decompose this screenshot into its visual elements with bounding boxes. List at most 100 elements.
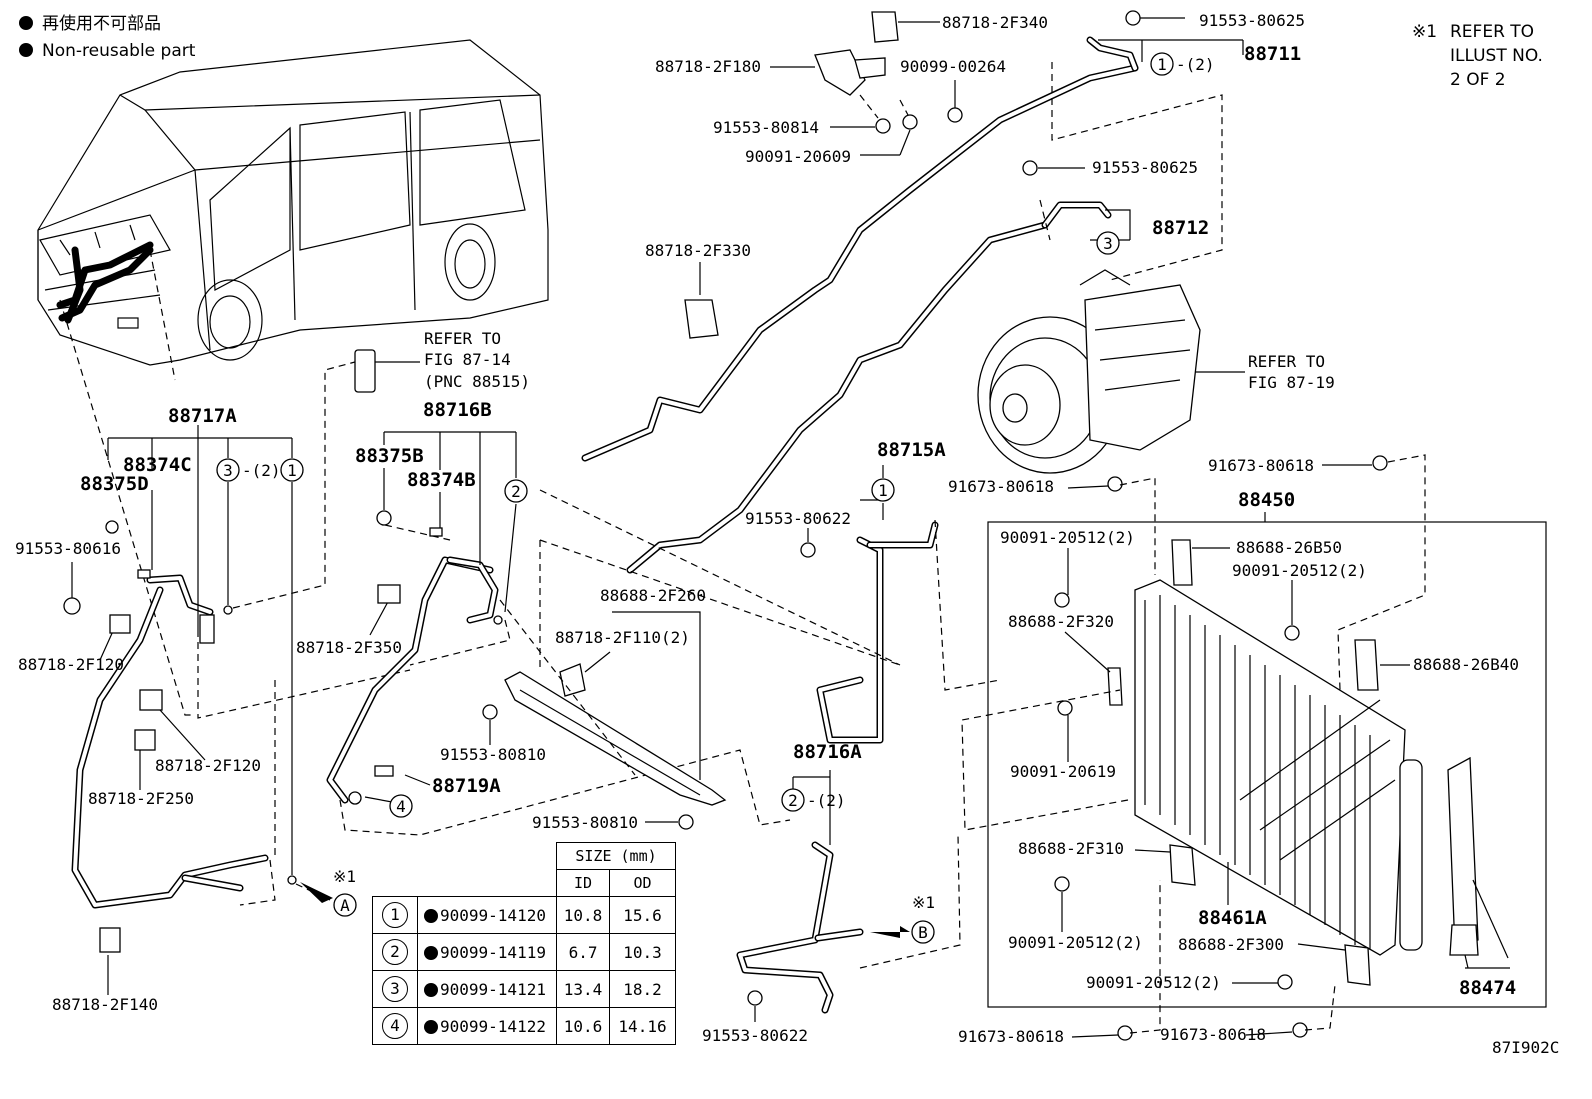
leader-van-2 (149, 249, 176, 381)
condenser-brackets (1054, 455, 1388, 1041)
label-91553-80814: 91553-80814 (713, 118, 819, 137)
table-blank (373, 843, 557, 870)
table-blank (373, 870, 557, 897)
label-91553-80625: 91553-80625 (1199, 11, 1305, 30)
legend-text-jp: 再使用不可部品 (42, 13, 161, 34)
size-header: SIZE (mm) (556, 842, 676, 870)
non-reusable-dot-icon (424, 909, 438, 923)
legend: 再使用不可部品 Non-reusable part (19, 13, 196, 61)
label-88688-2f260: 88688-2F260 (600, 586, 706, 605)
pipe-88716a (736, 841, 864, 1014)
row-od: 18.2 (609, 970, 676, 1008)
callout-4: 4 (396, 797, 406, 816)
label-88474: 88474 (1459, 977, 1516, 999)
label-91673-80618: 91673-80618 (958, 1027, 1064, 1046)
label-88711: 88711 (1244, 43, 1301, 65)
van-illustration (37, 39, 549, 366)
label-88718-2f110: 88718-2F110(2) (555, 628, 690, 647)
label-88374b: 88374B (407, 469, 476, 491)
note-line-2: ILLUST NO. (1450, 46, 1543, 66)
part-labels: 88718-2F340 88718-2F180 90099-00264 9155… (15, 11, 1559, 1057)
pipe-88717a (71, 574, 269, 909)
non-reusable-dot-icon (424, 983, 438, 997)
label-88688-2f300: 88688-2F300 (1178, 935, 1284, 954)
label-91553-80625: 91553-80625 (1092, 158, 1198, 177)
legend-dot-icon (19, 43, 33, 57)
leader-88715a-b (539, 489, 901, 666)
part-number: 90099-14120 (440, 905, 546, 925)
part-number: 90099-14122 (440, 1016, 546, 1036)
label-91553-80616: 91553-80616 (15, 539, 121, 558)
callout-1: 1 (1157, 55, 1167, 74)
callout-2: 2 (788, 791, 798, 810)
callout-1: 1 (878, 481, 888, 500)
van-ac-lines-highlight (56, 241, 154, 324)
row-number: 2 (372, 933, 418, 971)
callout-x2: -(2) (1176, 55, 1215, 74)
label-88375d: 88375D (80, 473, 149, 495)
callout-x2: -(2) (807, 791, 846, 810)
part-number: 90099-14121 (440, 979, 546, 999)
label-90091-20512: 90091-20512(2) (1086, 973, 1221, 992)
callout-1: 1 (287, 461, 297, 480)
pipe-88715a (816, 521, 939, 744)
callout-3: 3 (223, 461, 233, 480)
o-ring-size-table: SIZE (mm) ID OD 1 90099-14120 10.8 15.6 … (372, 842, 676, 1045)
left-leaders (71, 361, 411, 995)
pipe-88712 (626, 201, 1112, 574)
row-number: 1 (372, 896, 418, 934)
table-row: 4 90099-14122 10.6 14.16 (372, 1007, 676, 1045)
col-id: ID (555, 869, 611, 897)
label-90091-20609: 90091-20609 (745, 147, 851, 166)
row-part: 90099-14120 (417, 896, 557, 934)
row-od: 14.16 (609, 1007, 676, 1045)
row-number: 4 (372, 1007, 418, 1045)
legend-dot-icon (19, 16, 33, 30)
label-88718-2f140: 88718-2F140 (52, 995, 158, 1014)
label-88688-2f310: 88688-2F310 (1018, 839, 1124, 858)
label-88718-2f330: 88718-2F330 (645, 241, 751, 260)
note-refer: ※1 REFER TO ILLUST NO. 2 OF 2 (1412, 22, 1543, 90)
ref-87-14-line3: (PNC 88515) (424, 372, 530, 391)
label-88716a: 88716A (793, 741, 862, 763)
label-90091-20512: 90091-20512(2) (1000, 528, 1135, 547)
label-91553-80622: 91553-80622 (702, 1026, 808, 1045)
top-center-parts (684, 10, 1244, 339)
center-left-parts (348, 510, 503, 805)
label-88688-26b50: 88688-26B50 (1236, 538, 1342, 557)
label-90091-20512: 90091-20512(2) (1232, 561, 1367, 580)
leader-88715a (934, 519, 1001, 691)
pipe-88711 (581, 36, 1139, 462)
pipe-88716b (326, 556, 499, 804)
col-od: OD (609, 869, 676, 897)
label-90091-20512: 90091-20512(2) (1008, 933, 1143, 952)
condenser-box (987, 521, 1547, 1008)
non-reusable-dot-icon (424, 1020, 438, 1034)
label-88718-2f120: 88718-2F120 (155, 756, 261, 775)
label-91553-80622: 91553-80622 (745, 509, 851, 528)
callout-2: 2 (511, 482, 521, 501)
callout-3: 3 (1103, 234, 1113, 253)
label-88688-26b40: 88688-26B40 (1413, 655, 1519, 674)
table-row: 1 90099-14120 10.8 15.6 (372, 896, 676, 934)
row-number: 3 (372, 970, 418, 1008)
callout-b: B (918, 923, 928, 942)
label-91673-80618: 91673-80618 (1208, 456, 1314, 475)
ref-87-14-line2: FIG 87-14 (424, 350, 511, 369)
table-row: 2 90099-14119 6.7 10.3 (372, 933, 676, 971)
callouts: 1 -(2) 3 3 -(2) 1 2 1 2 -(2) 4 A ※1 B ※1 (216, 52, 1215, 944)
note-line-3: 2 OF 2 (1450, 70, 1506, 90)
callout-x2: -(2) (242, 461, 281, 480)
label-88716b: 88716B (423, 399, 492, 421)
diagram-code: 87I902C (1492, 1038, 1559, 1057)
note-line-1: REFER TO (1450, 22, 1534, 42)
center-left-leaders (339, 431, 791, 836)
label-88461a: 88461A (1198, 907, 1267, 929)
non-reusable-dot-icon (424, 946, 438, 960)
row-number-circle: 4 (382, 1013, 408, 1039)
label-88717a: 88717A (168, 405, 237, 427)
ref-87-19-line1: REFER TO (1248, 352, 1325, 371)
row-part: 90099-14121 (417, 970, 557, 1008)
row-part: 90099-14122 (417, 1007, 557, 1045)
